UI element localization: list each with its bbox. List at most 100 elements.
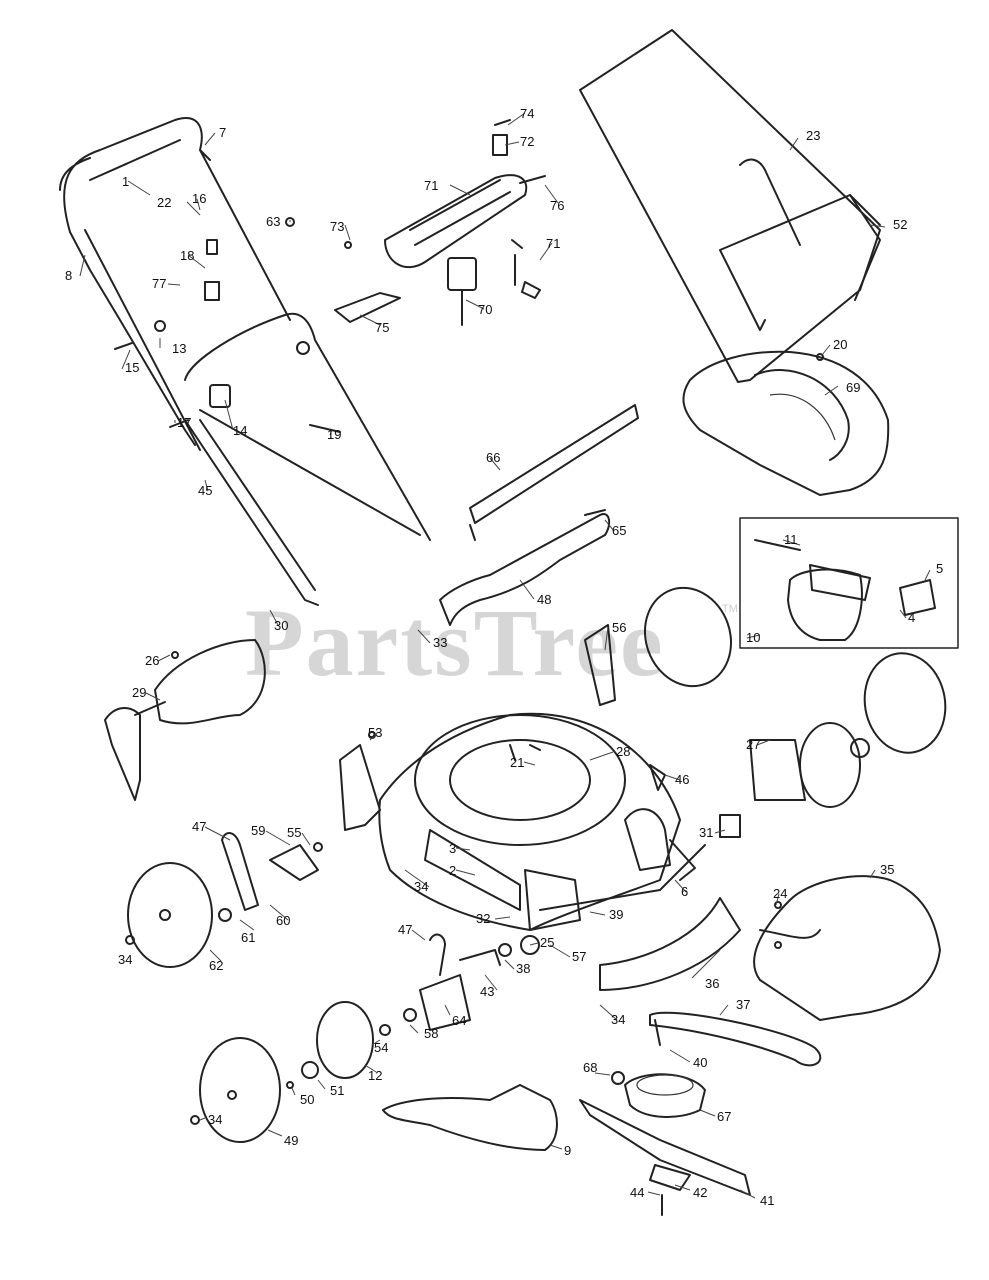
label-47b: 47	[398, 922, 412, 937]
label-6: 6	[681, 884, 688, 899]
drive-components	[599, 897, 822, 1067]
label-37: 37	[736, 997, 750, 1012]
label-73: 73	[330, 219, 344, 234]
part-labels: 74 72 71 76 73 70 71 75 23 52 20 69 7 1 …	[65, 106, 943, 1208]
front-wheel-left	[125, 862, 232, 968]
label-51: 51	[330, 1083, 344, 1098]
label-70: 70	[478, 302, 492, 317]
label-4: 4	[908, 610, 915, 625]
side-chute	[104, 639, 266, 801]
label-36: 36	[705, 976, 719, 991]
label-28: 28	[616, 744, 630, 759]
rear-axle	[520, 764, 741, 955]
label-27: 27	[746, 737, 760, 752]
label-68: 68	[583, 1060, 597, 1075]
label-67: 67	[717, 1109, 731, 1124]
label-12: 12	[368, 1068, 382, 1083]
label-41: 41	[760, 1193, 774, 1208]
label-23: 23	[806, 128, 820, 143]
label-76: 76	[550, 198, 564, 213]
label-65: 65	[612, 523, 626, 538]
label-77: 77	[152, 276, 166, 291]
label-35: 35	[880, 862, 894, 877]
label-71b: 71	[546, 236, 560, 251]
label-60: 60	[276, 913, 290, 928]
blade-assembly	[579, 1071, 751, 1216]
label-1: 1	[122, 174, 129, 189]
label-40: 40	[693, 1055, 707, 1070]
label-57: 57	[572, 949, 586, 964]
label-53: 53	[368, 725, 382, 740]
label-15: 15	[125, 360, 139, 375]
label-47: 47	[192, 819, 206, 834]
label-61: 61	[241, 930, 255, 945]
rear-deflector	[753, 875, 941, 1021]
label-34-wheel-left: 34	[118, 952, 132, 967]
label-69: 69	[846, 380, 860, 395]
lower-handle	[184, 419, 319, 606]
label-44: 44	[630, 1185, 644, 1200]
label-2: 2	[449, 863, 456, 878]
upper-handle	[59, 117, 431, 541]
watermark-text: PartsTree	[245, 589, 665, 696]
label-32: 32	[476, 911, 490, 926]
label-34-wheel-bottom: 34	[208, 1112, 222, 1127]
discharge-chute	[439, 509, 611, 626]
label-16: 16	[192, 191, 206, 206]
label-14: 14	[233, 423, 247, 438]
label-71: 71	[424, 178, 438, 193]
label-74: 74	[520, 106, 534, 121]
label-17: 17	[177, 415, 191, 430]
label-75: 75	[375, 320, 389, 335]
label-59: 59	[251, 823, 265, 838]
label-26: 26	[145, 653, 159, 668]
leader-lines	[79, 112, 931, 1199]
label-5: 5	[936, 561, 943, 576]
rear-wheel-right	[749, 652, 947, 808]
label-43: 43	[480, 984, 494, 999]
label-54: 54	[374, 1040, 388, 1055]
label-31: 31	[699, 825, 713, 840]
handle-hardware	[114, 217, 341, 433]
label-55: 55	[287, 825, 301, 840]
label-11: 11	[784, 532, 798, 547]
rear-wheel-right-upper	[584, 586, 733, 706]
label-13: 13	[172, 341, 186, 356]
label-52: 52	[893, 217, 907, 232]
label-58: 58	[424, 1026, 438, 1041]
height-adjuster-left	[221, 731, 381, 911]
label-7: 7	[219, 125, 226, 140]
label-3: 3	[449, 841, 456, 856]
label-46: 46	[675, 772, 689, 787]
mower-deck	[378, 712, 681, 931]
label-64: 64	[452, 1013, 466, 1028]
label-9: 9	[564, 1143, 571, 1158]
label-10: 10	[746, 630, 760, 645]
label-34-deck: 34	[414, 879, 428, 894]
label-24: 24	[773, 886, 787, 901]
battery-assembly	[334, 119, 546, 326]
label-49: 49	[284, 1133, 298, 1148]
label-42: 42	[693, 1185, 707, 1200]
front-skirt	[382, 1084, 558, 1151]
label-63: 63	[266, 214, 280, 229]
label-66: 66	[486, 450, 500, 465]
label-8: 8	[65, 268, 72, 283]
front-wheel-bottom	[190, 933, 512, 1143]
throttle-control-inset	[739, 517, 959, 649]
label-34-skirt: 34	[611, 1012, 625, 1027]
label-30: 30	[274, 618, 288, 633]
label-50: 50	[300, 1092, 314, 1107]
label-62: 62	[209, 958, 223, 973]
label-48: 48	[537, 592, 551, 607]
label-21: 21	[510, 755, 524, 770]
rear-cover	[682, 350, 890, 496]
label-45: 45	[198, 483, 212, 498]
label-29: 29	[132, 685, 146, 700]
rear-flap	[469, 404, 639, 541]
label-20: 20	[833, 337, 847, 352]
label-56: 56	[612, 620, 626, 635]
label-72: 72	[520, 134, 534, 149]
grass-bag	[579, 29, 881, 383]
